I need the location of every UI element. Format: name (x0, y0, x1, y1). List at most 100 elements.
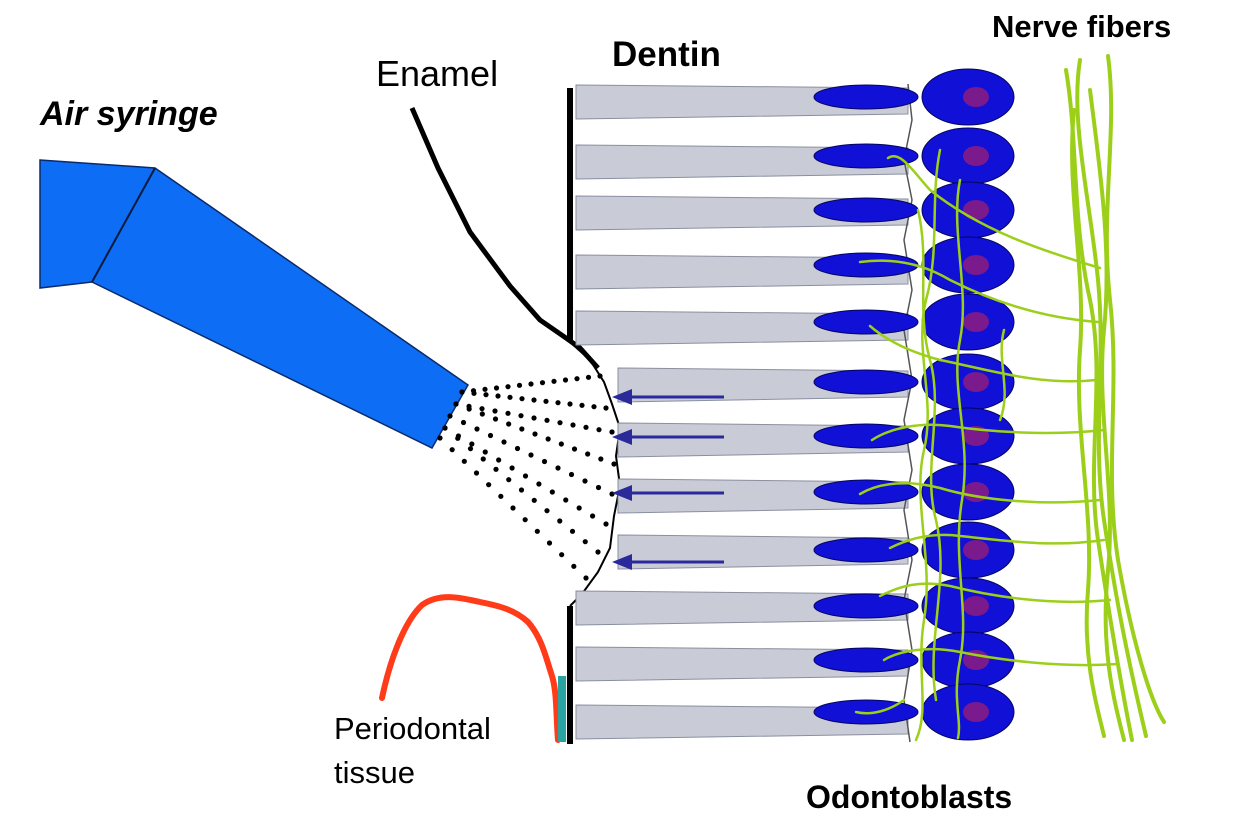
spray-dot (555, 400, 561, 406)
spray-dot (449, 447, 455, 453)
spray-dot (609, 491, 615, 497)
odontoblast-process (813, 252, 919, 278)
spray-dot (562, 377, 569, 383)
odontoblast-process (813, 647, 919, 673)
nerve-fiber-strand (1088, 88, 1126, 742)
spray-dot (555, 465, 561, 471)
spray-dot (585, 451, 591, 457)
spray-dot (567, 401, 573, 407)
odontoblast-cell (813, 577, 1015, 635)
spray-dot (585, 374, 592, 380)
spray-dot (558, 441, 564, 447)
spray-dot (493, 385, 500, 391)
spray-dot (442, 425, 448, 431)
spray-dot (518, 413, 524, 419)
odontoblast-nucleus (963, 312, 989, 332)
nerve-fiber-branch (858, 259, 1100, 324)
spray-dot (459, 389, 465, 395)
exposed-dentin-edge (569, 341, 622, 607)
spray-dot (541, 458, 548, 465)
syringe-body (39, 159, 469, 449)
nerve-fiber-strand (1104, 54, 1166, 724)
spray-dot (579, 402, 585, 408)
label-enamel: Enamel (376, 53, 499, 94)
odontoblast-process (813, 143, 919, 169)
spray-dot (519, 426, 525, 432)
left-arrow-icon (612, 429, 724, 445)
spray-dot (514, 445, 521, 452)
spray-dot (583, 575, 589, 581)
nerve-fiber-branch (858, 481, 1102, 504)
nerve-fiber-branch (916, 208, 942, 702)
odontoblast-cell (813, 293, 1015, 351)
spray-dot (543, 398, 549, 404)
cementum-strip (558, 676, 566, 742)
nerve-fibers-icon (854, 54, 1166, 742)
spray-dot (496, 457, 502, 463)
periodontal-tissue-line (379, 594, 561, 743)
spray-dot (518, 487, 525, 493)
odontoblast-nucleus (963, 482, 989, 502)
spray-dot (467, 446, 474, 452)
label-dentin: Dentin (612, 35, 721, 74)
spray-dot (482, 386, 488, 392)
odontoblast-process (813, 593, 919, 619)
spray-dot (551, 378, 557, 384)
spray-dot (507, 394, 513, 400)
spray-dot (569, 528, 576, 534)
spray-dot (437, 435, 443, 441)
odontoblast-process (813, 197, 919, 223)
spray-dot (522, 517, 528, 523)
odontoblast-nucleus (963, 200, 989, 220)
pulp-boundary (903, 83, 913, 743)
spray-dot (519, 396, 525, 402)
arrow-head (612, 554, 632, 570)
spray-dot (482, 449, 488, 455)
spray-dot (506, 477, 512, 483)
nerve-fiber-branch (854, 698, 906, 715)
spray-dot (501, 439, 507, 445)
spray-dot (536, 481, 542, 487)
spray-dot (447, 413, 453, 419)
odontoblast-nucleus (963, 255, 989, 275)
spray-dot (473, 470, 480, 476)
spray-dot (611, 461, 617, 467)
odontoblast-cell (813, 631, 1015, 689)
odontoblast-cell (813, 68, 1015, 126)
odontoblast-nucleus (963, 702, 989, 722)
spray-dot (479, 411, 485, 417)
odontoblast-nucleus (963, 146, 989, 166)
dentinal-tubules (575, 84, 909, 740)
spray-dot (493, 466, 499, 472)
spray-dot (546, 540, 553, 546)
odontoblast-cell (813, 236, 1015, 294)
odontoblast-process (813, 84, 919, 110)
nerve-fiber-strand (1070, 108, 1106, 738)
spray-dot (609, 429, 615, 435)
spray-dot (595, 549, 601, 555)
odontoblast-cell (813, 127, 1015, 185)
spray-dot (534, 528, 540, 534)
left-arrow-icon (612, 485, 724, 501)
spray-dot (532, 431, 538, 437)
spray-dot (487, 432, 494, 439)
nerve-fiber-branch (868, 324, 1098, 383)
spray-dot (582, 478, 588, 484)
spray-dot (582, 539, 588, 545)
air-spray-icon (437, 373, 617, 581)
spray-dot (596, 427, 602, 433)
spray-dot (466, 406, 472, 412)
left-arrow-icon (612, 554, 724, 570)
nerve-fiber-branch (955, 178, 966, 740)
spray-dot (598, 456, 604, 462)
odontoblast-nucleus (963, 540, 989, 560)
spray-dot (516, 382, 523, 388)
syringe-joint (91, 167, 156, 283)
spray-dot (591, 404, 597, 410)
spray-dot (574, 376, 580, 382)
nerve-fiber-strand (1075, 58, 1148, 738)
spray-dot (544, 508, 550, 514)
spray-dot (471, 390, 477, 396)
air-syringe-icon (39, 159, 469, 449)
